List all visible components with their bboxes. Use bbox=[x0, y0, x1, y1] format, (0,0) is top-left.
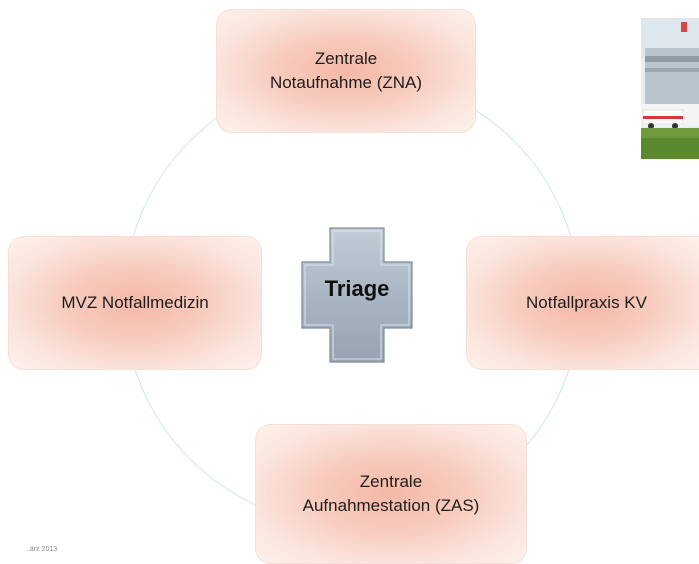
node-right-label: Notfallpraxis KV bbox=[526, 293, 647, 312]
footnote: ..ärz 2013 bbox=[26, 546, 58, 553]
node-mvz-notfallmedizin: MVZ Notfallmedizin bbox=[8, 236, 262, 370]
triage-cross: Triage bbox=[300, 226, 414, 364]
cross-icon bbox=[301, 227, 413, 363]
node-left-label: MVZ Notfallmedizin bbox=[61, 293, 209, 312]
node-zentrale-notaufnahme: Zentrale Notaufnahme (ZNA) bbox=[216, 9, 476, 133]
hospital-photo bbox=[641, 18, 699, 159]
node-top-label: Zentrale Notaufnahme (ZNA) bbox=[269, 49, 423, 92]
node-notfallpraxis-kv: Notfallpraxis KV bbox=[466, 236, 699, 370]
triage-label: Triage bbox=[324, 276, 390, 301]
node-zentrale-aufnahmestation: Zentrale Aufnahmestation (ZAS) bbox=[255, 424, 527, 564]
node-bottom-label: Zentrale Aufnahmestation (ZAS) bbox=[302, 472, 480, 515]
